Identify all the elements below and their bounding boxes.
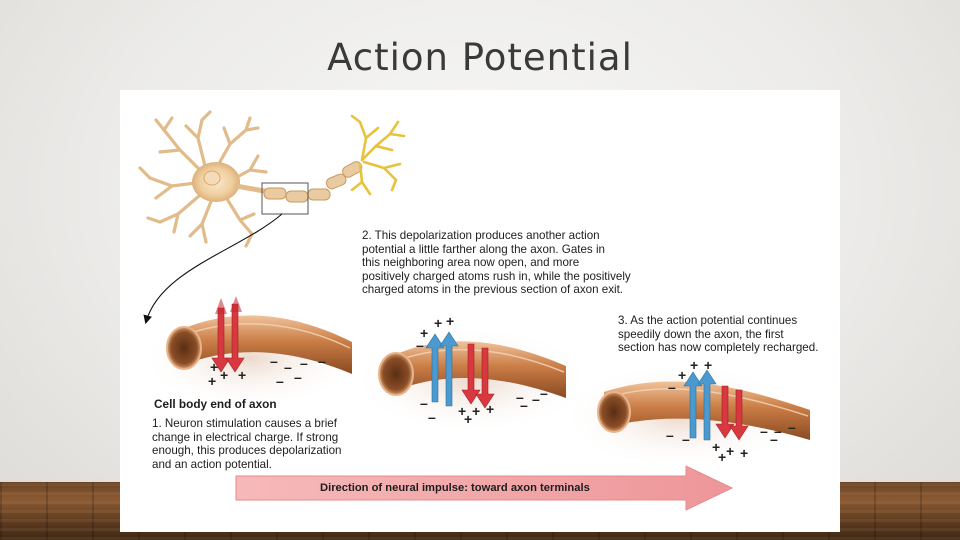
svg-text:–: – [788, 419, 796, 435]
caption-line: enough, this produces depolarization [152, 444, 342, 458]
svg-text:–: – [270, 353, 278, 369]
svg-text:–: – [682, 431, 690, 447]
svg-text:+: + [678, 367, 686, 383]
caption-step-3: 3. As the action potential continues spe… [618, 314, 818, 355]
svg-text:–: – [428, 409, 436, 425]
caption-line: speedily down the axon, the first [618, 328, 818, 342]
caption-line: potential a little farther along the axo… [362, 243, 631, 257]
svg-text:–: – [318, 353, 326, 369]
caption-line: 3. As the action potential continues [618, 314, 818, 328]
svg-text:–: – [284, 359, 292, 375]
svg-text:+: + [238, 367, 246, 383]
svg-text:–: – [416, 337, 424, 353]
svg-text:+: + [208, 373, 216, 389]
svg-text:–: – [420, 395, 428, 411]
svg-text:–: – [276, 373, 284, 389]
svg-text:–: – [294, 369, 302, 385]
caption-line: and an action potential. [152, 458, 342, 472]
axon-terminals [352, 116, 404, 194]
svg-text:+: + [740, 445, 748, 461]
caption-line: 2. This depolarization produces another … [362, 229, 631, 243]
svg-text:+: + [464, 411, 472, 427]
zoom-connector-arrow [146, 214, 282, 322]
caption-line: section has now completely recharged. [618, 341, 818, 355]
svg-text:+: + [690, 357, 698, 373]
svg-text:+: + [704, 357, 712, 373]
axon-segment-3: +++ ––– +++ +–– –– [560, 357, 810, 470]
axon-segment-2: +++ ––– +++ +–– –– [352, 313, 592, 434]
svg-text:+: + [434, 315, 442, 331]
caption-line: 1. Neuron stimulation causes a brief [152, 417, 342, 431]
svg-text:+: + [446, 313, 454, 329]
slide-title: Action Potential [0, 36, 960, 79]
svg-text:+: + [472, 403, 480, 419]
cell-body-label: Cell body end of axon [154, 397, 277, 411]
direction-label: Direction of neural impulse: toward axon… [320, 482, 590, 494]
caption-line: change in electrical charge. If strong [152, 431, 342, 445]
svg-text:–: – [520, 397, 528, 413]
axon-segment-1: +++ +–– ––– – [140, 296, 360, 410]
caption-step-1: 1. Neuron stimulation causes a brief cha… [152, 417, 342, 471]
svg-text:+: + [486, 401, 494, 417]
svg-text:–: – [540, 385, 548, 401]
caption-line: charged atoms in the previous section of… [362, 283, 631, 297]
svg-text:–: – [668, 379, 676, 395]
svg-text:+: + [220, 367, 228, 383]
svg-text:+: + [726, 443, 734, 459]
svg-text:–: – [770, 431, 778, 447]
svg-text:–: – [760, 423, 768, 439]
svg-text:–: – [666, 427, 674, 443]
svg-text:–: – [532, 391, 540, 407]
nucleus [204, 171, 220, 185]
caption-step-2: 2. This depolarization produces another … [362, 229, 631, 297]
caption-line: positively charged atoms rush in, while … [362, 270, 631, 284]
action-potential-figure: +++ +–– ––– – +++ ––– +++ [120, 90, 840, 532]
svg-text:+: + [718, 449, 726, 465]
myelinated-axon [264, 160, 364, 202]
caption-line: this neighboring area now open, and more [362, 256, 631, 270]
